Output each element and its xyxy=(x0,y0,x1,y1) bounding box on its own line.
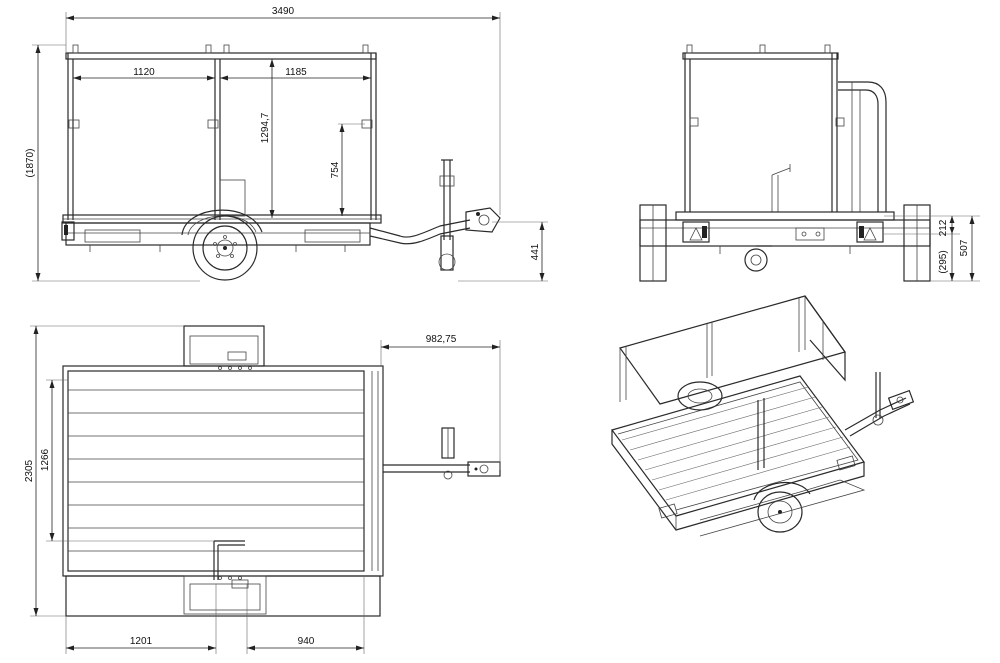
dim-side-height: 754 xyxy=(330,161,341,178)
dim-rear-295: (295) xyxy=(938,250,949,273)
top-view xyxy=(62,325,501,617)
dim-overall-height: (1870) xyxy=(25,149,36,178)
isometric-view xyxy=(611,295,915,537)
dim-panel-height: 1294,7 xyxy=(260,112,271,143)
rear-view xyxy=(639,44,931,282)
dim-rear-offset: 940 xyxy=(298,636,315,647)
dim-overall-width: 2305 xyxy=(24,459,35,482)
rear-view-dimensions: 212 (295) 507 xyxy=(884,215,980,282)
top-view-dimensions: 982,75 2305 1266 1201 940 xyxy=(24,325,501,654)
dim-rear-212: 212 xyxy=(938,219,949,236)
dim-deck-width: 1266 xyxy=(40,448,51,471)
dim-section-right: 1185 xyxy=(285,67,307,78)
dim-overall-length: 3490 xyxy=(272,6,295,17)
dim-axle-offset: 1201 xyxy=(130,636,153,647)
side-view xyxy=(61,44,501,281)
dim-rear-507: 507 xyxy=(959,239,970,256)
dim-section-left: 1120 xyxy=(133,67,155,78)
dim-coupling-height: 441 xyxy=(530,243,541,260)
side-view-dimensions: 3490 1120 1185 1294,7 754 (1870) xyxy=(25,6,548,282)
dim-drawbar-length: 982,75 xyxy=(426,334,457,345)
